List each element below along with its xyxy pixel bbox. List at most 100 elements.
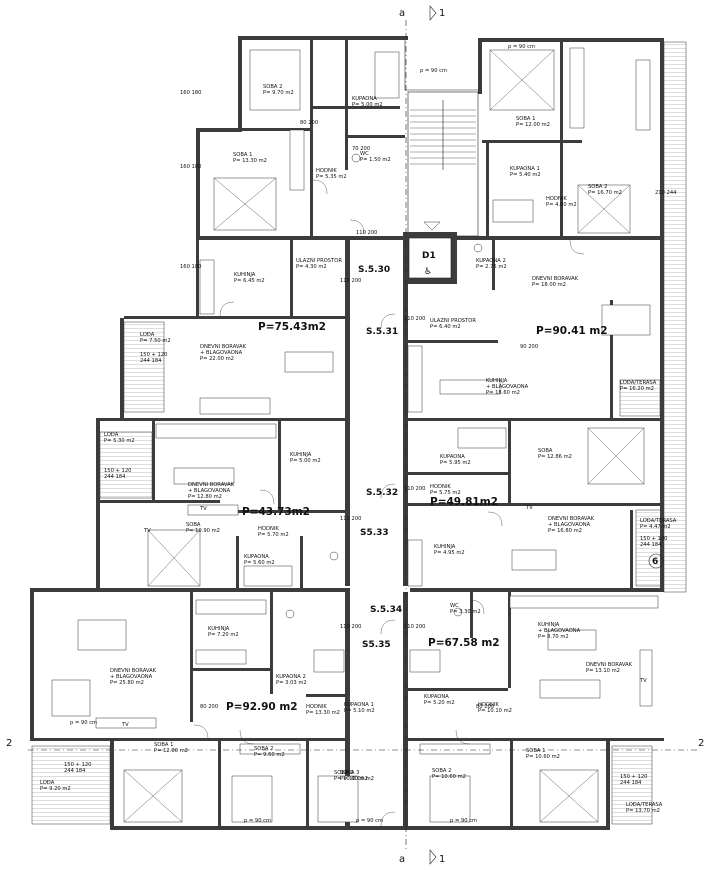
room-area: P= 9.70 m2 (263, 90, 294, 96)
door-mark: 80 200 (300, 120, 318, 126)
balcony-hatching (31, 41, 687, 825)
room-area: P= 5.20 m2 (424, 700, 455, 706)
window-mark: 150 + 120 (640, 536, 667, 542)
room-name: ULAZNI PROSTOR (296, 258, 342, 264)
room-name: LOĐA (104, 432, 119, 438)
room-name: DNEVNI BORAVAK (188, 482, 235, 488)
window-mark: 244 184 (620, 780, 642, 786)
axis-1-bottom: 1 (439, 854, 445, 865)
room-name: LOĐA/TERASA (620, 380, 657, 386)
window-mark: p = 90 cm (508, 44, 535, 50)
room-name: KUPAONA (244, 554, 269, 560)
elevator-label: D1 (422, 251, 436, 261)
unit-labels: S.5.30 P=75.43m2 S.5.31 P=90.41 m2 S.5.3… (226, 265, 608, 713)
room-name: KUPAONA (352, 96, 377, 102)
room-name: SOBA 2 (588, 184, 607, 190)
room-area: P= 5.35 m2 (316, 174, 347, 180)
door-mark: 110 200 (404, 316, 425, 322)
room-name: HODNIK (258, 526, 279, 532)
room-name: SOBA 3 (334, 770, 353, 776)
room-name: LOĐA (140, 332, 155, 338)
window-mark: 160 180 (180, 264, 201, 270)
room-name: HODNIK (478, 702, 499, 708)
room-area: P= 9.60 m2 (254, 752, 285, 758)
room-name: ULAZNI PROSTOR (430, 318, 476, 324)
window-mark: 244 184 (64, 768, 86, 774)
room-area: P= 18.60 m2 (486, 390, 520, 396)
room-area: P= 5.00 m2 (352, 102, 383, 108)
room-area: P= 3.03 m2 (276, 680, 307, 686)
door-mark: 110 200 (404, 486, 425, 492)
window-mark: 150 + 120 (620, 774, 647, 780)
door-mark: 70 200 (352, 146, 370, 152)
unit-area: P=92.90 m2 (226, 701, 298, 713)
room-area: P= 13.30 m2 (233, 158, 267, 164)
room-area: P= 13.30 m2 (306, 710, 340, 716)
corridor-walls (196, 236, 660, 828)
room-area: P= 16.80 m2 (548, 528, 582, 534)
axis-a-top: a (399, 8, 405, 19)
room-name: HODNIK (430, 484, 451, 490)
window-mark: p = 90 cm (70, 720, 97, 726)
unit-label: S.5.31 (366, 327, 398, 337)
room-name: SOBA 2 (432, 768, 451, 774)
unit-area: P=90.41 m2 (536, 325, 608, 337)
room-name: KUPAONA 1 (510, 166, 540, 172)
room-area: P= 16.70 m2 (588, 190, 622, 196)
room-name: SOBA (538, 448, 553, 454)
unit-label: S5.35 (362, 640, 391, 650)
door-mark: 110 200 (340, 516, 361, 522)
room-name: + BLAGOVAONA (486, 384, 529, 390)
room-name: DNEVNI BORAVAK (200, 344, 247, 350)
room-area: P= 3.30 m2 (450, 609, 481, 615)
room-name: + BLAGOVAONA (188, 488, 231, 494)
unit-area: P=75.43m2 (258, 321, 326, 333)
room-name: DNEVNI BORAVAK (110, 668, 157, 674)
room-area: P= 5.75 m2 (430, 490, 461, 496)
room-area: P= 22.00 m2 (200, 356, 234, 362)
axis-a-bottom: a (399, 854, 405, 865)
room-area: P= 10.90 m2 (186, 528, 220, 534)
tv-label: TV (639, 678, 647, 684)
room-area: P= 7.50 m2 (140, 338, 171, 344)
room-name: HODNIK (306, 704, 327, 710)
window-mark: 210 244 (655, 190, 677, 196)
room-area: P= 18.00 m2 (532, 282, 566, 288)
room-name: WC (360, 151, 369, 157)
window-mark: 160 180 (180, 164, 201, 170)
room-name: + BLAGOVAONA (110, 674, 153, 680)
room-name: SOBA 1 (516, 116, 535, 122)
room-area: P= 10.00 m2 (340, 776, 374, 782)
room-area: P= 2.75 m2 (476, 264, 507, 270)
window-mark: p = 90 cm (356, 818, 383, 824)
stair-core: D1 ♿ (403, 91, 479, 284)
window-mark: 150 + 120 (104, 468, 131, 474)
window-mark: 160 180 (180, 90, 201, 96)
unit-area: P=43.73m2 (242, 506, 310, 518)
room-area: P= 10.00 m2 (334, 776, 368, 782)
room-name: + BLAGOVAONA (548, 522, 591, 528)
room-area: P= 4.47 m2 (640, 524, 671, 530)
tv-label: TV (121, 722, 129, 728)
door-mark: 80 200 (476, 704, 494, 710)
accessible-icon: ♿ (424, 267, 432, 277)
room-name: KUPAONA 1 (344, 702, 374, 708)
room-name: KUPAONA (440, 454, 465, 460)
window-mark: p = 90 cm (420, 68, 447, 74)
room-area: P= 5.40 m2 (510, 172, 541, 178)
window-mark: p = 90 cm (244, 818, 271, 824)
window-mark: 244 184 (140, 358, 162, 364)
unit-label: S.5.30 (358, 265, 390, 275)
tv-label: TV (143, 528, 151, 534)
room-name: SOBA (186, 522, 201, 528)
room-area: P= 12.00 m2 (516, 122, 550, 128)
room-area: P= 12.00 m2 (154, 748, 188, 754)
marker-six: 6 (652, 557, 658, 567)
room-name: KUPAONA 2 (276, 674, 306, 680)
room-name: KUHINJA (290, 452, 312, 458)
room-area: P= 8.70 m2 (538, 634, 569, 640)
room-area: P= 10.10 m2 (478, 708, 512, 714)
door-mark: 90 200 (520, 344, 538, 350)
room-name: SOBA 3 (340, 770, 359, 776)
